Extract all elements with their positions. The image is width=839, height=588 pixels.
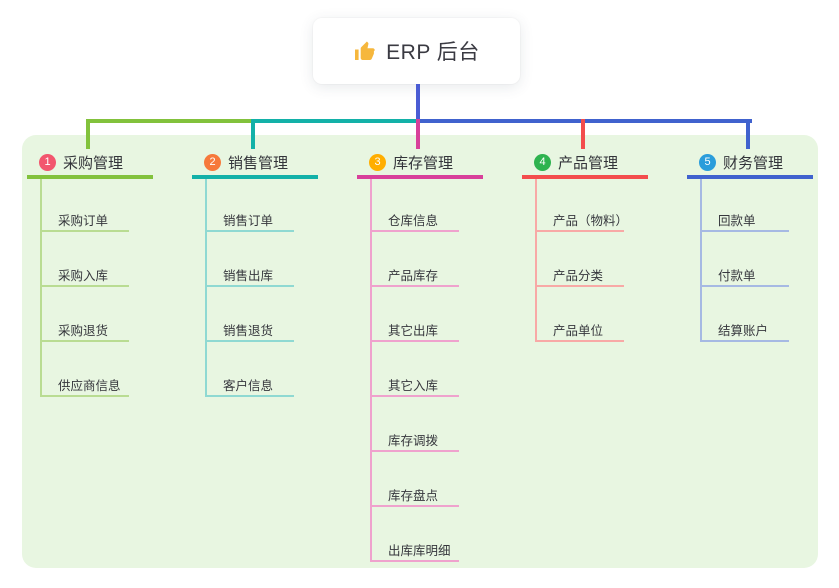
child-underline	[370, 505, 459, 507]
child-underline	[535, 285, 624, 287]
child-underline	[700, 230, 789, 232]
branch-connector-line	[86, 119, 90, 149]
child-underline	[370, 450, 459, 452]
branch-connector-line	[746, 119, 750, 149]
child-underline	[40, 230, 129, 232]
child-underline	[205, 230, 294, 232]
branch-node-label: 财务管理	[723, 154, 784, 172]
root-connector-line	[416, 84, 420, 119]
child-node[interactable]: 产品单位	[553, 324, 604, 338]
child-node[interactable]: 库存盘点	[388, 489, 439, 503]
root-node[interactable]: ERP 后台	[313, 18, 520, 84]
child-rail-line	[700, 179, 702, 342]
branch-node-5[interactable]: 5 财务管理	[699, 150, 783, 174]
child-node[interactable]: 客户信息	[223, 379, 274, 393]
branch-node-4[interactable]: 4 产品管理	[534, 150, 618, 174]
branch-node-label: 库存管理	[393, 154, 454, 172]
branch-connector-line	[251, 119, 255, 149]
branch-node-2[interactable]: 2 销售管理	[204, 150, 288, 174]
branch-node-label: 采购管理	[63, 154, 124, 172]
trunk-connector-line	[418, 119, 752, 123]
child-rail-line	[535, 179, 537, 342]
branch-underline	[687, 175, 813, 179]
branch-node-3[interactable]: 3 库存管理	[369, 150, 453, 174]
child-node[interactable]: 采购订单	[58, 214, 109, 228]
child-node[interactable]: 采购退货	[58, 324, 109, 338]
branch-connector-line	[581, 119, 585, 149]
child-underline	[40, 395, 129, 397]
child-node[interactable]: 其它出库	[388, 324, 439, 338]
child-underline	[370, 285, 459, 287]
branch-number-badge: 2	[204, 153, 221, 171]
child-underline	[205, 395, 294, 397]
root-node-label: ERP 后台	[386, 41, 480, 64]
mindmap-panel	[22, 135, 818, 568]
child-underline	[40, 340, 129, 342]
child-node[interactable]: 回款单	[718, 214, 756, 228]
child-underline	[370, 560, 459, 562]
child-rail-line	[205, 179, 207, 397]
child-node[interactable]: 库存调拨	[388, 434, 439, 448]
branch-node-1[interactable]: 1 采购管理	[39, 150, 123, 174]
child-underline	[535, 340, 624, 342]
child-underline	[370, 230, 459, 232]
child-underline	[700, 340, 789, 342]
child-node[interactable]: 销售出库	[223, 269, 274, 283]
branch-node-label: 产品管理	[558, 154, 619, 172]
child-underline	[205, 340, 294, 342]
child-node[interactable]: 销售订单	[223, 214, 274, 228]
branch-number-badge: 4	[534, 153, 551, 171]
thumbs-up-icon	[353, 39, 377, 63]
child-node[interactable]: 产品（物料）	[553, 214, 629, 228]
child-underline	[370, 340, 459, 342]
child-node[interactable]: 仓库信息	[388, 214, 439, 228]
child-node[interactable]: 供应商信息	[58, 379, 121, 393]
child-node[interactable]: 产品分类	[553, 269, 604, 283]
child-underline	[700, 285, 789, 287]
child-node[interactable]: 产品库存	[388, 269, 439, 283]
branch-underline	[522, 175, 648, 179]
child-node[interactable]: 结算账户	[718, 324, 769, 338]
child-underline	[370, 395, 459, 397]
child-node[interactable]: 采购入库	[58, 269, 109, 283]
child-rail-line	[370, 179, 372, 562]
child-node[interactable]: 销售退货	[223, 324, 274, 338]
child-underline	[205, 285, 294, 287]
child-underline	[40, 285, 129, 287]
branch-node-label: 销售管理	[228, 154, 289, 172]
child-rail-line	[40, 179, 42, 397]
branch-number-badge: 5	[699, 153, 716, 171]
branch-underline	[357, 175, 483, 179]
branch-underline	[27, 175, 153, 179]
child-node[interactable]: 出库库明细	[388, 544, 451, 558]
branch-underline	[192, 175, 318, 179]
child-node[interactable]: 付款单	[718, 269, 756, 283]
trunk-connector-line	[88, 119, 255, 123]
branch-number-badge: 3	[369, 153, 386, 171]
branch-number-badge: 1	[39, 153, 56, 171]
branch-connector-line	[416, 119, 420, 149]
child-underline	[535, 230, 624, 232]
trunk-connector-line	[253, 119, 420, 123]
child-node[interactable]: 其它入库	[388, 379, 439, 393]
